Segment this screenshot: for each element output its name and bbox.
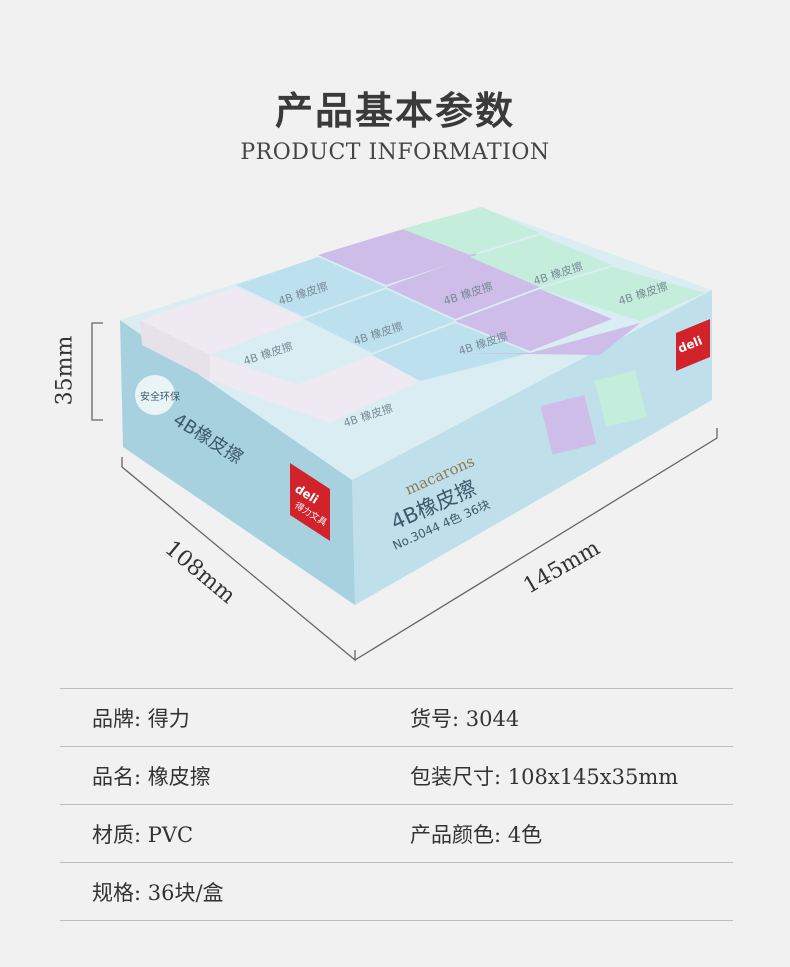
product-figure: 4B 橡皮擦 4B 橡皮擦 4B 橡皮擦 4B 橡皮擦 4B 橡皮擦 4B 橡皮…: [0, 195, 790, 675]
eraser: [304, 289, 455, 353]
eraser: [272, 355, 420, 423]
box-front-wall: [352, 290, 712, 605]
color-swatch: [540, 395, 597, 455]
table-row: 品牌: 得力 货号: 3044: [60, 688, 733, 746]
front-logo: deli: [676, 319, 710, 371]
eraser: [386, 257, 540, 319]
height-dimension-label: 35mm: [52, 335, 78, 406]
eraser: [236, 257, 386, 317]
eco-badge-text: 安全环保: [140, 390, 180, 403]
spec-cell: 产品颜色: 4色: [410, 823, 543, 847]
page-subtitle: PRODUCT INFORMATION: [240, 140, 550, 165]
page-title: 产品基本参数: [274, 88, 515, 133]
product-illustration: 4B 橡皮擦 4B 橡皮擦 4B 橡皮擦 4B 橡皮擦 4B 橡皮擦 4B 橡皮…: [91, 207, 718, 662]
eraser: [140, 320, 210, 380]
erasers: [140, 207, 705, 423]
spec-cell: 包装尺寸: 108x145x35mm: [410, 765, 679, 789]
spec-cell: 品牌: 得力: [92, 707, 190, 731]
eco-badge-icon: [135, 375, 175, 415]
spec-table: 品牌: 得力 货号: 3044 品名: 橡皮擦 包装尺寸: 108x145x35…: [60, 688, 733, 921]
table-row: 品名: 橡皮擦 包装尺寸: 108x145x35mm: [60, 746, 733, 804]
spec-cell: 材质: PVC: [92, 823, 194, 847]
eraser: [140, 287, 304, 355]
eraser: [540, 267, 705, 321]
eraser: [470, 235, 612, 287]
spec-cell: 货号: 3044: [410, 707, 520, 731]
width-dimension-line: [354, 428, 718, 661]
eraser: [402, 207, 540, 255]
table-row: 材质: PVC 产品颜色: 4色: [60, 804, 733, 862]
table-row: 规格: 36块/盒: [60, 862, 733, 921]
height-dimension-line: [91, 322, 103, 421]
eraser: [372, 323, 530, 381]
eraser: [455, 289, 612, 351]
eraser: [455, 323, 640, 355]
dimension-lines: [91, 322, 718, 662]
depth-dimension-line: [121, 457, 356, 662]
color-swatch: [594, 370, 647, 428]
spec-cell: 规格: 36块/盒: [92, 881, 224, 905]
spec-cell: 品名: 橡皮擦: [92, 765, 211, 789]
box-left-wall: [120, 320, 355, 605]
